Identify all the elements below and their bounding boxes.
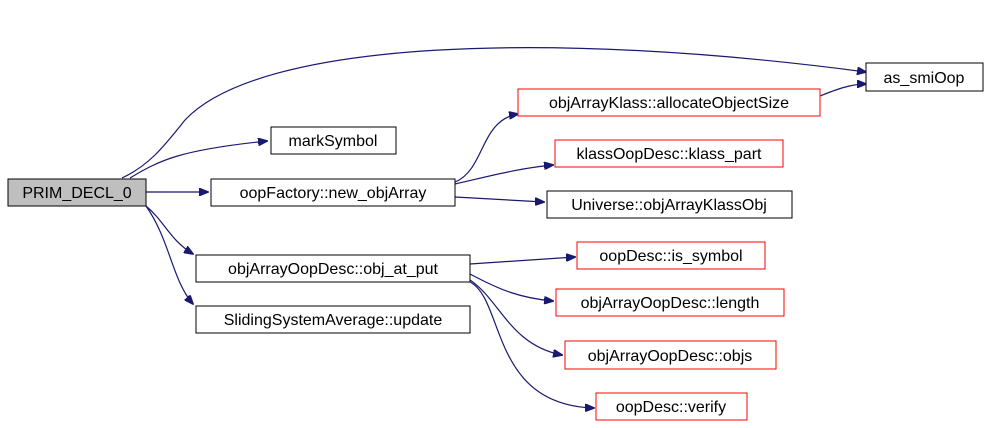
- node-label: as_smiOop: [884, 70, 965, 87]
- node-marksymbol[interactable]: markSymbol: [270, 126, 397, 155]
- node-label: PRIM_DECL_0: [22, 185, 131, 202]
- node-oopfactory-new-objarray[interactable]: oopFactory::new_objArray: [210, 178, 456, 207]
- node-label: klassOopDesc::klass_part: [577, 146, 763, 163]
- node-box: [7, 178, 147, 207]
- node-klassoopdesc-klass-part[interactable]: klassOopDesc::klass_part: [554, 139, 784, 168]
- edge-alloc-to-as-smi: [819, 84, 866, 97]
- node-label: objArrayOopDesc::length: [581, 295, 760, 312]
- edge-obj-at-put-to-objs: [469, 279, 562, 355]
- edges: [121, 47, 866, 408]
- node-box: [595, 392, 748, 421]
- edge-obj-at-put-to-verify: [469, 281, 594, 408]
- edge-prim-to-as-smi: [121, 47, 866, 179]
- node-label: markSymbol: [289, 133, 378, 150]
- node-box: [546, 190, 793, 219]
- node-objarrayklass-allocateobjectsize[interactable]: objArrayKlass::allocateObjectSize: [517, 88, 821, 117]
- node-box: [555, 288, 785, 317]
- edge-prim-to-sliding: [145, 205, 193, 304]
- node-box: [517, 88, 821, 117]
- edge-prim-to-mark: [129, 141, 267, 179]
- node-label: objArrayKlass::allocateObjectSize: [549, 95, 789, 112]
- node-box: [210, 178, 456, 207]
- node-label: SlidingSystemAverage::update: [224, 312, 443, 329]
- edge-prim-to-obj-at-put: [145, 205, 193, 254]
- edge-obj-at-put-to-is-symbol: [469, 257, 575, 265]
- node-box: [576, 241, 766, 270]
- node-label: oopDesc::is_symbol: [599, 248, 742, 265]
- node-universe-objarrayklassobj[interactable]: Universe::objArrayKlassObj: [546, 190, 793, 219]
- node-label: objArrayOopDesc::objs: [588, 348, 753, 365]
- node-label: oopFactory::new_objArray: [240, 185, 427, 202]
- edge-new-objarray-to-universe: [454, 196, 544, 202]
- node-as-smioop[interactable]: as_smiOop: [865, 62, 984, 92]
- node-box: [195, 305, 471, 334]
- node-objarrayoopdesc-length[interactable]: objArrayOopDesc::length: [555, 288, 785, 317]
- node-box: [554, 139, 784, 168]
- node-label: objArrayOopDesc::obj_at_put: [228, 261, 438, 278]
- node-label: Universe::objArrayKlassObj: [571, 197, 767, 214]
- node-label: oopDesc::verify: [616, 399, 726, 416]
- node-box: [195, 254, 471, 283]
- node-box: [564, 340, 777, 370]
- node-objarrayoopdesc-objs[interactable]: objArrayOopDesc::objs: [564, 340, 777, 370]
- node-objarrayoopdesc-obj-at-put[interactable]: objArrayOopDesc::obj_at_put: [195, 254, 471, 283]
- node-box: [865, 62, 984, 92]
- edge-obj-at-put-to-length: [469, 273, 553, 301]
- node-oopdesc-is-symbol[interactable]: oopDesc::is_symbol: [576, 241, 766, 270]
- node-slidingsystemaverage-update[interactable]: SlidingSystemAverage::update: [195, 305, 471, 334]
- edge-new-objarray-to-alloc: [454, 114, 518, 183]
- node-box: [270, 126, 397, 155]
- node-prim-decl-0[interactable]: PRIM_DECL_0: [7, 178, 147, 207]
- node-oopdesc-verify[interactable]: oopDesc::verify: [595, 392, 748, 421]
- edge-new-objarray-to-klass-part: [454, 165, 553, 185]
